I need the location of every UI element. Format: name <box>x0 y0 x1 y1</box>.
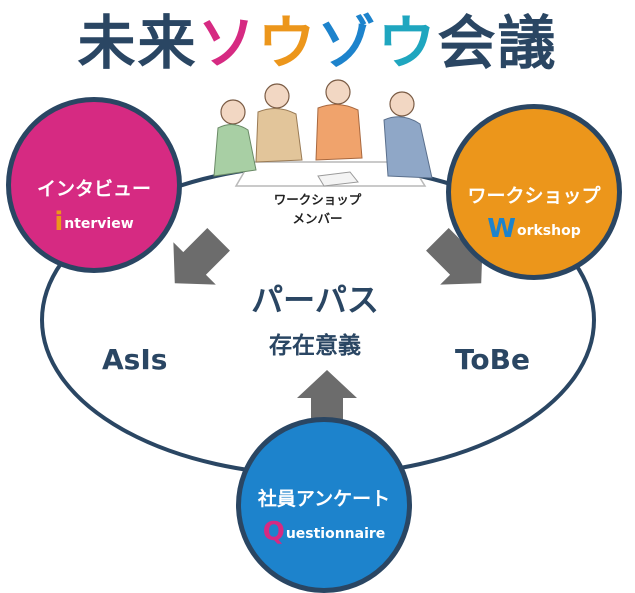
arrow-interview-icon <box>173 228 230 285</box>
title-part-u1: ウ <box>257 9 318 77</box>
members-line1: ワークショップ <box>273 192 362 207</box>
questionnaire-rest: uestionnaire <box>285 526 386 542</box>
interview-initial: i <box>54 207 64 237</box>
questionnaire-node: 社員アンケート Questionnaire <box>236 417 412 593</box>
tobe-label: ToBe <box>455 343 530 376</box>
meeting-people-illustration <box>213 79 433 187</box>
workshop-initial: W <box>487 214 516 244</box>
questionnaire-en-label: Questionnaire <box>241 517 407 547</box>
title-part-zo: ゾ <box>317 9 378 77</box>
purpose-subtitle: 存在意義 <box>269 333 361 359</box>
title-part-mirai: 未来 <box>77 9 198 77</box>
interview-en-label: interview <box>11 207 177 237</box>
interview-jp-label: インタビュー <box>36 178 151 200</box>
title-part-u2: ウ <box>377 9 438 77</box>
purpose-label: パーパス <box>251 281 379 319</box>
workshop-node: ワークショップ Workshop <box>446 104 622 280</box>
arrow-workshop-icon <box>426 228 483 285</box>
questionnaire-initial: Q <box>262 517 285 547</box>
title-part-so: ソ <box>197 9 258 77</box>
workshop-rest: orkshop <box>516 223 581 239</box>
arrow-questionnaire-icon <box>297 370 357 428</box>
members-line2: メンバー <box>292 211 343 226</box>
workshop-jp-label: ワークショップ <box>467 185 601 207</box>
interview-rest: nterview <box>64 216 134 232</box>
asis-label: AsIs <box>102 343 168 376</box>
questionnaire-jp-label: 社員アンケート <box>257 488 391 510</box>
workshop-members-label: ワークショップ メンバー <box>250 190 385 228</box>
title-part-kaigi: 会議 <box>437 9 558 77</box>
page-title: 未来ソウゾウ会議 <box>0 4 635 82</box>
workshop-en-label: Workshop <box>451 214 617 244</box>
interview-node: インタビュー interview <box>6 97 182 273</box>
